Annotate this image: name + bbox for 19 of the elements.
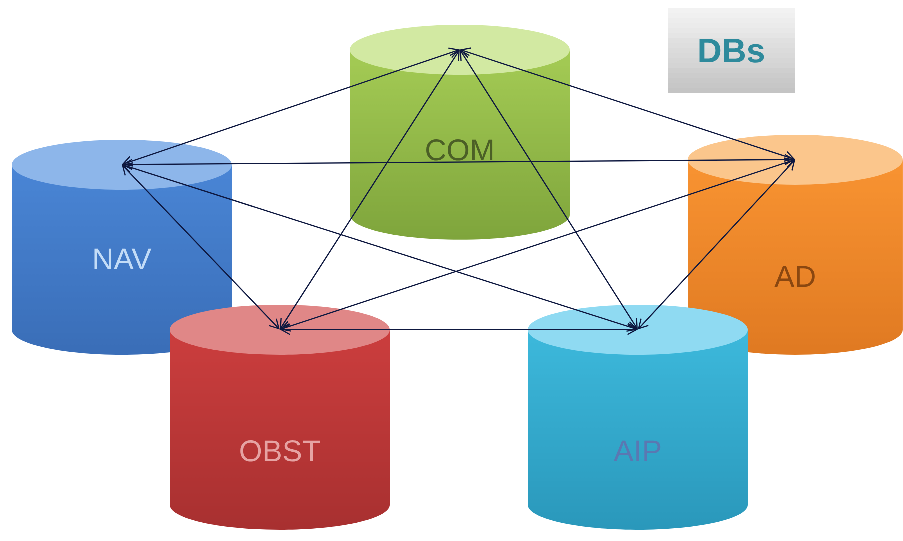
- title-box: DBs: [668, 8, 795, 93]
- arrow: [280, 50, 460, 330]
- arrow: [122, 164, 280, 330]
- arrow: [280, 324, 638, 336]
- cylinder: OBST: [170, 305, 390, 462]
- cylinder: AD: [688, 135, 903, 287]
- arrow: [638, 160, 796, 330]
- arrow: [460, 48, 796, 162]
- arrow: [122, 162, 638, 332]
- arrow: [280, 158, 796, 332]
- arrow: [122, 48, 460, 167]
- node-label: COM: [426, 140, 493, 161]
- arrow: [122, 154, 796, 170]
- arrow: [460, 50, 638, 330]
- cylinder: NAV: [12, 140, 232, 270]
- node-label: AD: [774, 266, 815, 287]
- node-label: NAV: [94, 248, 152, 270]
- cylinder: COM: [350, 25, 570, 161]
- node-label: OBST: [240, 440, 320, 462]
